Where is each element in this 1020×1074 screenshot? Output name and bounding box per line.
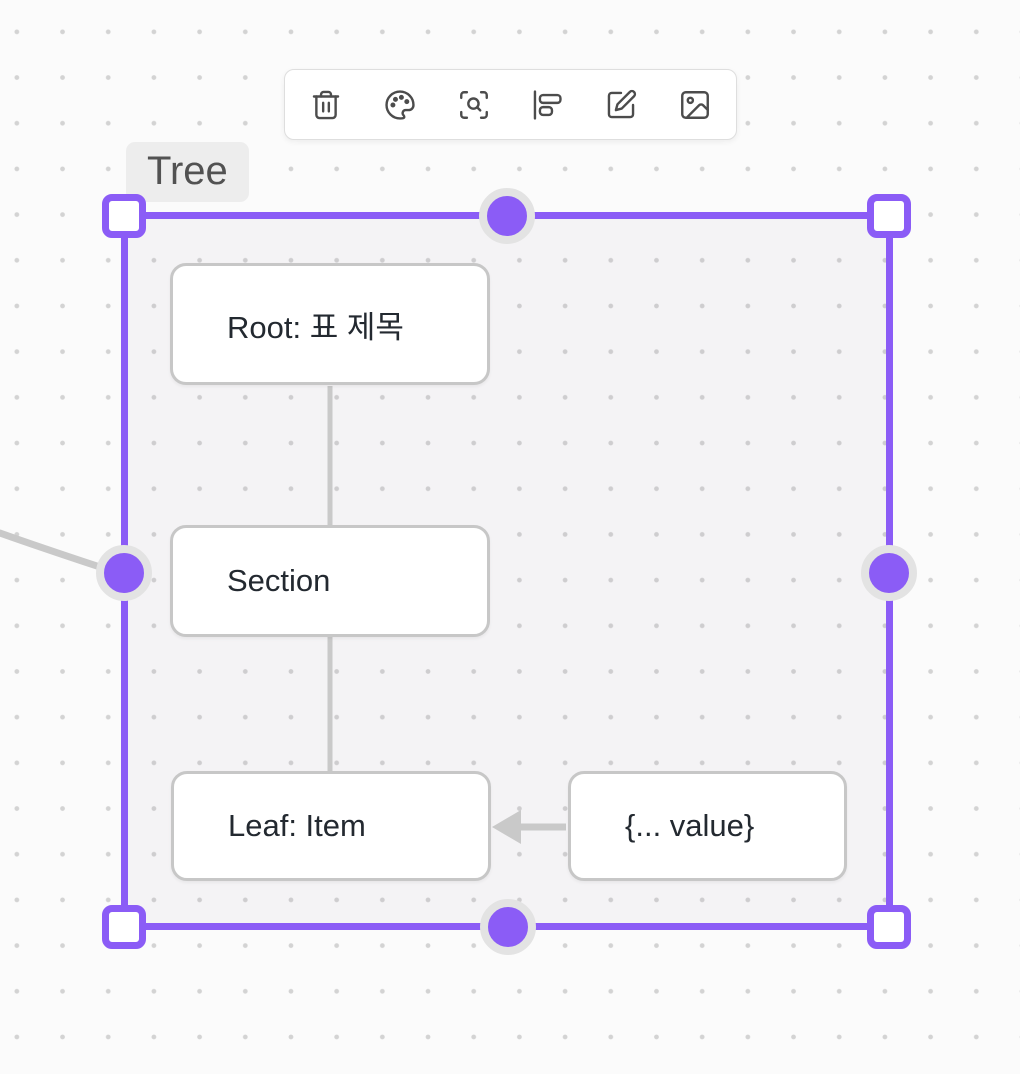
node-leaf[interactable]: Leaf: Item (171, 771, 491, 881)
node-value-label: {... value} (625, 808, 755, 843)
midpoint-handle-bottom[interactable] (480, 899, 536, 955)
color-button[interactable] (381, 86, 419, 124)
resize-handle-bottom-right[interactable] (867, 905, 911, 949)
node-section-label: Section (227, 563, 331, 598)
node-root-label: Root: 표 제목 (227, 309, 404, 345)
frame-title[interactable]: Tree (126, 142, 249, 202)
frame-tree-selection-border[interactable] (121, 212, 893, 930)
edit-pencil-icon (607, 89, 637, 118)
zoom-to-fit-button[interactable] (455, 86, 493, 124)
node-section[interactable]: Section (170, 525, 490, 637)
palette-icon (385, 89, 415, 120)
midpoint-handle-right[interactable] (861, 545, 917, 601)
resize-handle-bottom-left[interactable] (102, 905, 146, 949)
node-leaf-label: Leaf: Item (228, 808, 366, 843)
image-button[interactable] (676, 86, 714, 124)
image-icon (681, 90, 709, 119)
align-left-icon (534, 89, 563, 120)
scan-search-icon (459, 90, 488, 119)
midpoint-handle-left[interactable] (96, 545, 152, 601)
edit-button[interactable] (602, 86, 640, 124)
node-root[interactable]: Root: 표 제목 (170, 263, 490, 385)
selection-toolbar (284, 69, 737, 140)
delete-button[interactable] (307, 86, 345, 124)
node-value[interactable]: {... value} (568, 771, 847, 881)
resize-handle-top-right[interactable] (867, 194, 911, 238)
resize-handle-top-left[interactable] (102, 194, 146, 238)
trash-icon (312, 90, 340, 119)
align-button[interactable] (528, 86, 566, 124)
midpoint-handle-top[interactable] (479, 188, 535, 244)
